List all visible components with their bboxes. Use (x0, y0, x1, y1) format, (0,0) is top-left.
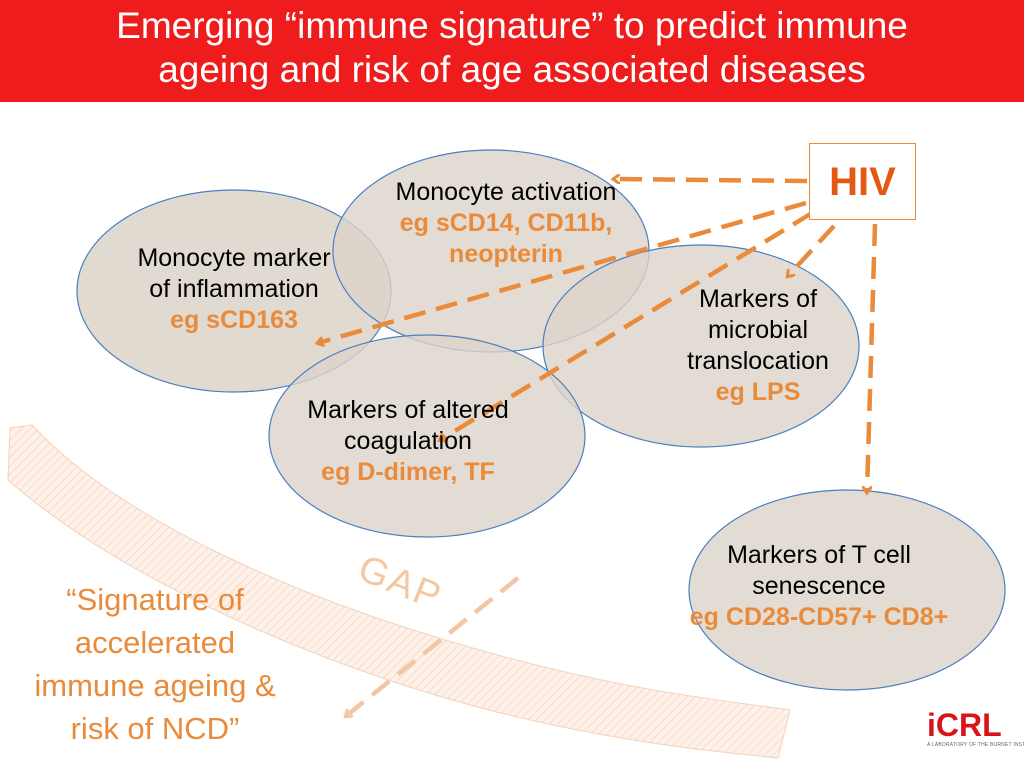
title-bar: Emerging “immune signature” to predict i… (0, 0, 1024, 102)
logo-subtitle: A LABORATORY OF THE BURNET INSTITUTE (927, 742, 1024, 748)
outcome-text: “Signature of accelerated immune ageing … (0, 578, 310, 750)
gap-band (7, 424, 791, 759)
node-activation-example2: neopterin (449, 240, 563, 268)
logo-mark-i: i (927, 707, 936, 743)
slide-title: Emerging “immune signature” to predict i… (0, 4, 1024, 92)
node-senescence: Markers of T cell senescence eg CD28-CD5… (664, 540, 974, 633)
node-coagulation-line2: coagulation (344, 427, 472, 455)
node-inflammation: Monocyte marker of inflammation eg sCD16… (84, 243, 384, 336)
ellipse-coagulation (268, 334, 586, 538)
node-coagulation-example: eg D-dimer, TF (321, 458, 495, 486)
node-microbial-line2: microbial (707, 316, 809, 344)
arrow-hiv-inflammation (318, 200, 807, 343)
outcome-line3: immune ageing & (34, 668, 276, 703)
outcome-line1: “Signature of (66, 582, 244, 617)
title-line-1: Emerging “immune signature” to predict i… (116, 5, 908, 46)
node-inflammation-line2: of inflammation (149, 275, 319, 303)
node-microbial-line3: translocation (687, 347, 829, 375)
node-senescence-line2: senescence (752, 572, 886, 600)
node-activation-line1: Monocyte activation (395, 178, 617, 206)
outcome-line4: risk of NCD” (70, 711, 240, 746)
ellipse-senescence (688, 489, 1006, 691)
node-microbial-line1: Markers of (698, 285, 818, 313)
arrow-hiv-coagulation (440, 211, 814, 440)
node-inflammation-line1: Monocyte marker (137, 244, 331, 272)
node-microbial: Markers of microbial translocation eg LP… (648, 284, 868, 408)
icrl-logo: iCRL A LABORATORY OF THE BURNET INSTITUT… (927, 708, 1024, 754)
outcome-line2: accelerated (74, 625, 236, 660)
arrow-hiv-microbial (788, 224, 836, 276)
node-microbial-example: eg LPS (715, 378, 801, 406)
node-activation-example1: eg sCD14, CD11b, (399, 209, 613, 237)
ellipse-microbial (542, 244, 860, 448)
arrow-gap-outcome (346, 576, 520, 716)
node-coagulation: Markers of altered coagulation eg D-dime… (268, 395, 548, 488)
arrow-hiv-senescence (867, 223, 878, 492)
hiv-source-box: HIV (809, 143, 916, 220)
node-senescence-line1: Markers of T cell (727, 541, 911, 569)
logo-mark: iCRL (927, 708, 1009, 742)
node-activation: Monocyte activation eg sCD14, CD11b, neo… (356, 177, 656, 270)
node-inflammation-example: eg sCD163 (170, 306, 298, 334)
node-coagulation-line1: Markers of altered (307, 396, 509, 424)
title-line-2: ageing and risk of age associated diseas… (158, 49, 866, 90)
node-senescence-example: eg CD28-CD57+ CD8+ (689, 603, 949, 631)
logo-mark-rest: CRL (935, 707, 1002, 743)
